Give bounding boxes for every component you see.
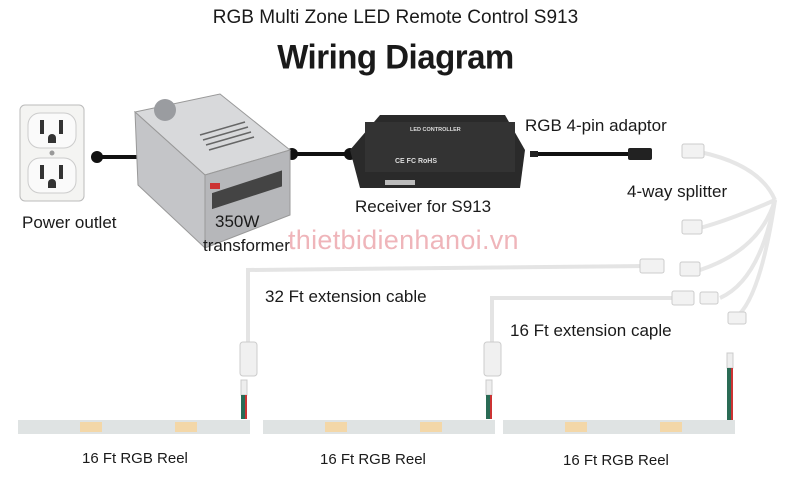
label-reel-3: 16 Ft RGB Reel (563, 452, 669, 469)
reel-wires (240, 352, 734, 424)
label-reel-2: 16 Ft RGB Reel (320, 451, 426, 468)
power-supply-icon (133, 93, 292, 250)
diagram-title: Wiring Diagram (277, 37, 514, 76)
label-ext-cable-16: 16 Ft extension caple (510, 321, 672, 340)
led-reel-1 (18, 420, 250, 434)
extension-cables (239, 258, 695, 377)
label-adaptor: RGB 4-pin adaptor (525, 116, 667, 135)
splitter-icon (679, 143, 777, 325)
label-reel-1: 16 Ft RGB Reel (82, 450, 188, 467)
controller-certs-text: CE FC RoHS (395, 158, 437, 165)
receiver-controller-icon: LED CONTROLLER CE FC RoHS (350, 115, 525, 188)
controller-label-text: LED CONTROLLER (410, 127, 461, 133)
led-reel-3 (503, 420, 735, 434)
label-transformer: transformer (203, 236, 290, 255)
label-transformer-watt: 350W (215, 212, 260, 231)
label-power-outlet: Power outlet (22, 213, 117, 232)
diagram-subtitle: RGB Multi Zone LED Remote Control S913 (212, 7, 579, 28)
rgb-adaptor-icon (530, 148, 652, 160)
watermark: thietbidienhanoi.vn (288, 225, 519, 255)
power-outlet-icon (19, 104, 85, 202)
label-splitter: 4-way splitter (627, 182, 728, 201)
label-ext-cable-32: 32 Ft extension cable (265, 287, 427, 306)
label-receiver: Receiver for S913 (355, 197, 492, 216)
led-reel-2 (263, 420, 495, 434)
